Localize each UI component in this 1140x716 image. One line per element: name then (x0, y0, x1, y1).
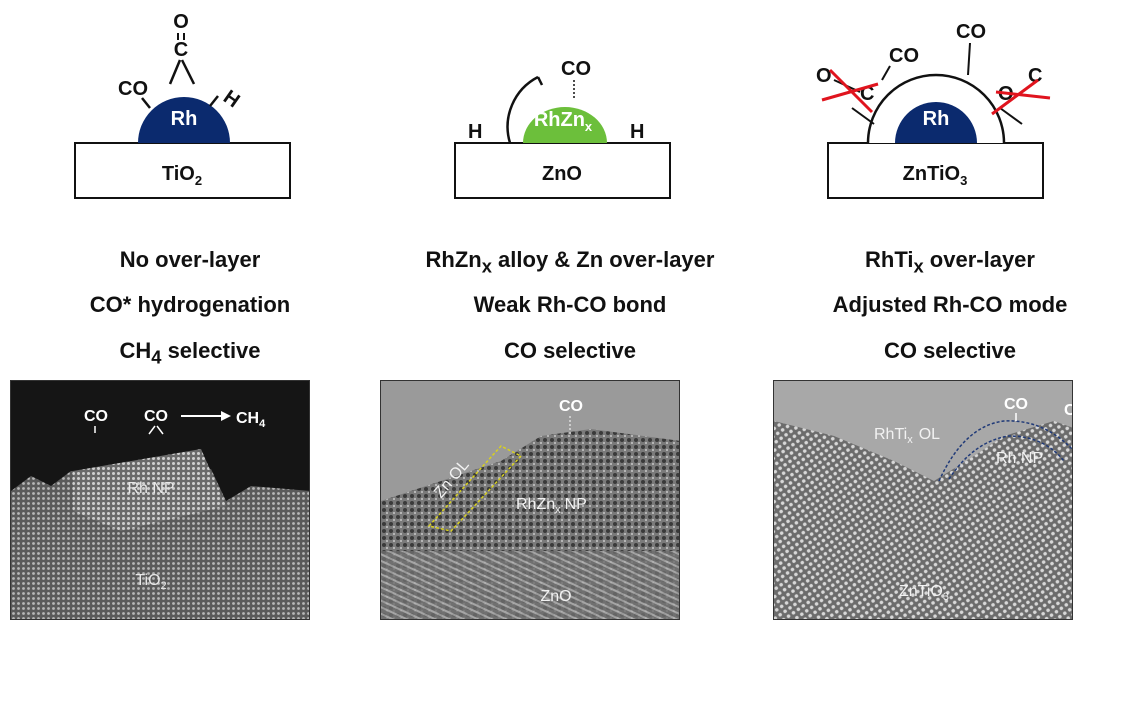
substrate-label: ZnTiO3 (903, 163, 968, 188)
tem-label-rh-np: Rh NP (996, 450, 1043, 467)
adsorbate-h: H (219, 86, 243, 112)
adsorbate-h-right: H (630, 121, 644, 143)
adsorbate-co-1: CO (889, 45, 919, 67)
caption-line: RhZnx alloy & Zn over-layer (380, 240, 760, 285)
caption-line: Weak Rh-CO bond (380, 285, 760, 330)
tem-label-zno: ZnO (540, 588, 571, 605)
adsorbate-c: C (174, 39, 188, 61)
adsorbate-co-left: CO (118, 78, 148, 100)
particle-label: RhZnx (534, 109, 593, 134)
adsorbate-o-left: O (816, 65, 832, 87)
panel-zno: ZnO RhZnx CO H H RhZnx alloy & Zn over-l… (380, 0, 760, 716)
substrate-label: ZnO (542, 163, 582, 185)
tem-label-co-2: CO (144, 408, 168, 425)
adsorbate-co: CO (561, 58, 591, 80)
adsorbate-h-left: H (468, 121, 482, 143)
tem-label-co-1: CO (84, 408, 108, 425)
tem-label-rh-np: Rh NP (127, 480, 174, 497)
caption-zntio3: RhTix over-layer Adjusted Rh-CO mode CO … (760, 240, 1140, 376)
caption-line: No over-layer (0, 240, 380, 285)
tem-micrograph: CO CO CH4 Rh NP TiO2 (11, 381, 310, 620)
schematic-zno: ZnO RhZnx CO H H (380, 0, 760, 230)
tem-label-h: H (679, 494, 680, 511)
caption-line: Adjusted Rh-CO mode (760, 285, 1140, 330)
particle-label: Rh (923, 108, 950, 130)
panel-zntio3: ZnTiO3 Rh CO CO O C O C RhTix over-layer… (760, 0, 1140, 716)
adsorbate-co-2: CO (956, 21, 986, 43)
tem-image-tio2: CO CO CH4 Rh NP TiO2 (10, 380, 310, 620)
caption-zno: RhZnx alloy & Zn over-layer Weak Rh-CO b… (380, 240, 760, 376)
caption-line: RhTix over-layer (760, 240, 1140, 285)
tem-label-co-2: CO (1064, 402, 1073, 419)
particle-label: Rh (171, 108, 198, 130)
caption-line: CO selective (760, 331, 1140, 376)
caption-line: CH4 selective (0, 331, 380, 376)
tem-label-co: CO (559, 398, 583, 415)
caption-tio2: No over-layer CO* hydrogenation CH4 sele… (0, 240, 380, 376)
schematic-tio2: TiO2 Rh CO C O H (0, 0, 380, 230)
caption-line: CO* hydrogenation (0, 285, 380, 330)
tem-label-co-1: CO (1004, 396, 1028, 413)
caption-line: CO selective (380, 331, 760, 376)
adsorbate-o: O (173, 11, 189, 33)
panel-tio2: TiO2 Rh CO C O H No over-layer CO* hydro… (0, 0, 380, 716)
schematic-zntio3: ZnTiO3 Rh CO CO O C O C (760, 0, 1140, 230)
